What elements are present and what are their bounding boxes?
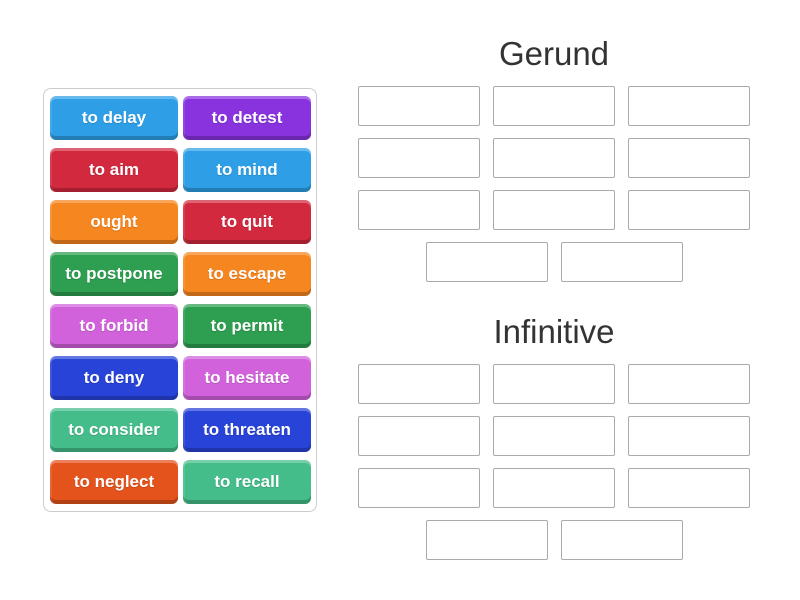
drop-slot[interactable] bbox=[358, 364, 480, 404]
drop-slot[interactable] bbox=[425, 242, 548, 282]
slot-row bbox=[358, 416, 750, 456]
slot-row bbox=[358, 242, 750, 282]
gerund-group-title: Gerund bbox=[498, 35, 610, 72]
drop-slot[interactable] bbox=[425, 520, 548, 560]
drop-slot[interactable] bbox=[358, 86, 480, 126]
word-tile[interactable]: to recall bbox=[183, 460, 311, 504]
drop-slot[interactable] bbox=[628, 86, 750, 126]
slot-row bbox=[358, 520, 750, 560]
slot-row bbox=[358, 86, 750, 126]
drop-slot[interactable] bbox=[560, 520, 683, 560]
word-tile[interactable]: to escape bbox=[183, 252, 311, 296]
word-tile[interactable]: to consider bbox=[50, 408, 178, 452]
drop-slot[interactable] bbox=[628, 416, 750, 456]
drop-slot[interactable] bbox=[358, 138, 480, 178]
drop-slot[interactable] bbox=[628, 138, 750, 178]
word-tile[interactable]: to permit bbox=[183, 304, 311, 348]
word-tile[interactable]: to mind bbox=[183, 148, 311, 192]
drop-slot[interactable] bbox=[628, 468, 750, 508]
slot-rows bbox=[358, 364, 750, 560]
word-tile[interactable]: to deny bbox=[50, 356, 178, 400]
drop-slot[interactable] bbox=[493, 468, 615, 508]
word-tile[interactable]: to threaten bbox=[183, 408, 311, 452]
slot-row bbox=[358, 364, 750, 404]
drop-slot[interactable] bbox=[493, 416, 615, 456]
drop-slot[interactable] bbox=[493, 138, 615, 178]
word-tile[interactable]: ought bbox=[50, 200, 178, 244]
slot-row bbox=[358, 138, 750, 178]
infinitive-group-title: Infinitive bbox=[493, 313, 615, 350]
drop-slot[interactable] bbox=[358, 416, 480, 456]
slot-rows bbox=[358, 86, 750, 282]
word-tile[interactable]: to neglect bbox=[50, 460, 178, 504]
word-tile[interactable]: to forbid bbox=[50, 304, 178, 348]
group-gerund: Gerund bbox=[358, 30, 750, 282]
drop-slot[interactable] bbox=[493, 190, 615, 230]
drop-slot[interactable] bbox=[358, 190, 480, 230]
group-infinitive: Infinitive bbox=[358, 308, 750, 560]
drop-slot[interactable] bbox=[358, 468, 480, 508]
drop-slot[interactable] bbox=[493, 86, 615, 126]
word-tile[interactable]: to hesitate bbox=[183, 356, 311, 400]
word-tile[interactable]: to detest bbox=[183, 96, 311, 140]
word-tile[interactable]: to aim bbox=[50, 148, 178, 192]
drop-slot[interactable] bbox=[493, 364, 615, 404]
drop-slot[interactable] bbox=[628, 364, 750, 404]
word-tile[interactable]: to postpone bbox=[50, 252, 178, 296]
word-tile[interactable]: to quit bbox=[183, 200, 311, 244]
drop-slot[interactable] bbox=[628, 190, 750, 230]
word-tile[interactable]: to delay bbox=[50, 96, 178, 140]
slot-row bbox=[358, 190, 750, 230]
slot-row bbox=[358, 468, 750, 508]
drop-slot[interactable] bbox=[560, 242, 683, 282]
